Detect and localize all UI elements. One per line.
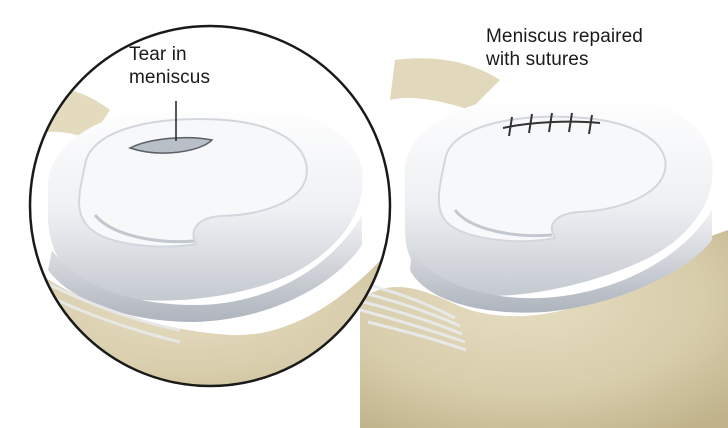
repaired-label-line2: with sutures [486,48,643,71]
tear-label: Tear in meniscus [129,43,210,89]
repaired-label: Meniscus repaired with sutures [486,25,643,71]
tear-label-line2: meniscus [129,66,210,89]
repaired-label-line1: Meniscus repaired [486,25,643,48]
repaired-meniscus-scene [350,58,728,428]
femur-bone-top-right [390,58,500,110]
tear-label-line1: Tear in [129,43,210,66]
